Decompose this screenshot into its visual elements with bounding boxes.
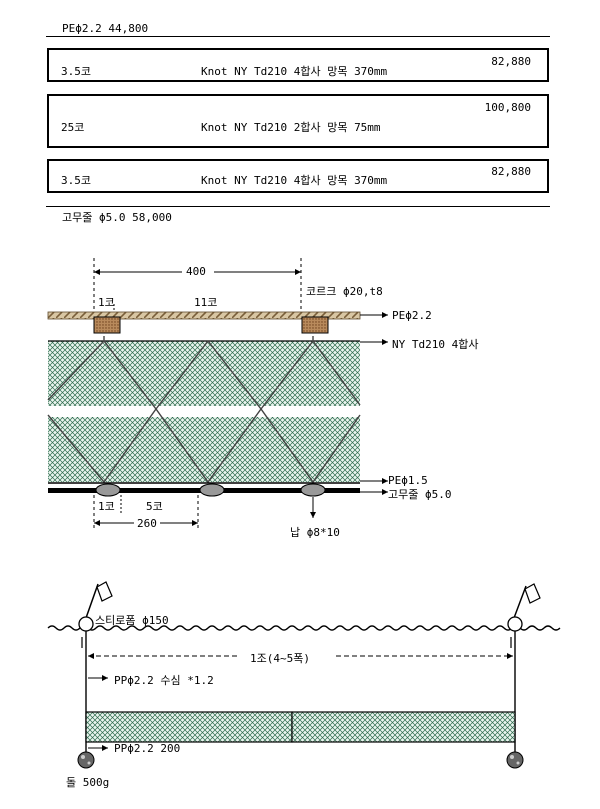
net-panel-right [291,711,516,743]
stone-label: 돌 500g [66,776,110,789]
rubber-label: 고무줄 ϕ5.0 [388,488,452,501]
stone-anchor-right [506,751,524,769]
stone-anchor-left [77,751,95,769]
lead-sinker-2 [199,483,225,497]
flag-right [513,583,541,619]
spec-row-price: 82,880 [491,55,531,68]
net-upper-panel [48,341,360,406]
spec-row-desc: Knot NY Td210 2합사 망목 75mm [201,121,381,134]
net-lower-panel [48,417,360,482]
dim-260-label: 260 [137,517,157,530]
spec-row-price: 100,800 [484,101,531,114]
pe15-label: PEϕ1.5 [388,474,428,487]
large-mesh-lines [47,336,361,484]
cork-float-1 [93,316,121,334]
ny-label: NY Td210 4합사 [392,338,479,351]
spec-row-count: 25코 [61,121,85,134]
net-panel-left [85,711,293,743]
spec-row-3: 3.5코 Knot NY Td210 4합사 망목 370mm 82,880 [47,159,549,193]
water-surface [47,625,561,631]
spec-row-1: 3.5코 Knot NY Td210 4합사 망목 370mm 82,880 [47,48,549,82]
pp-rope-bottom-label: PPϕ2.2 200 [114,742,181,755]
styrofoam-label: 스티로폼 ϕ150 [95,614,169,627]
cork-float-2 [301,316,329,334]
dim-400-label: 400 [186,265,206,278]
lead-sinker-1 [95,483,121,497]
footer-rubber-spec: 고무줄 ϕ5.0 58,000 [62,211,172,224]
lead-sinker-3 [300,483,326,497]
spec-row-price: 82,880 [491,165,531,178]
span-label: 1조(4~5폭) [250,652,310,665]
flag-left [85,581,113,619]
lead-label: 납 ϕ8*10 [290,526,340,539]
spec-row-2: 25코 Knot NY Td210 2합사 망목 75mm 100,800 [47,94,549,148]
eleven-mesh-label: 11코 [194,296,218,309]
five-mesh-label: 5코 [146,500,163,513]
styrofoam-float-right [507,616,523,632]
one-mesh-bottom-label: 1코 [98,500,115,513]
cork-label: 코르크 ϕ20,t8 [306,285,383,298]
header-rule [46,36,550,37]
footer-rule [46,206,550,207]
spec-row-desc: Knot NY Td210 4합사 망목 370mm [201,174,388,187]
styrofoam-float-left [78,616,94,632]
spec-row-count: 3.5코 [61,65,91,78]
header-rope-spec: PEϕ2.2 44,800 [62,22,149,35]
spec-row-count: 3.5코 [61,174,91,187]
pp-rope-top-label: PPϕ2.2 수심 *1.2 [114,674,214,687]
one-mesh-top-label: 1코 [98,296,115,309]
pe22-label: PEϕ2.2 [392,309,432,322]
spec-row-desc: Knot NY Td210 4합사 망목 370mm [201,65,388,78]
